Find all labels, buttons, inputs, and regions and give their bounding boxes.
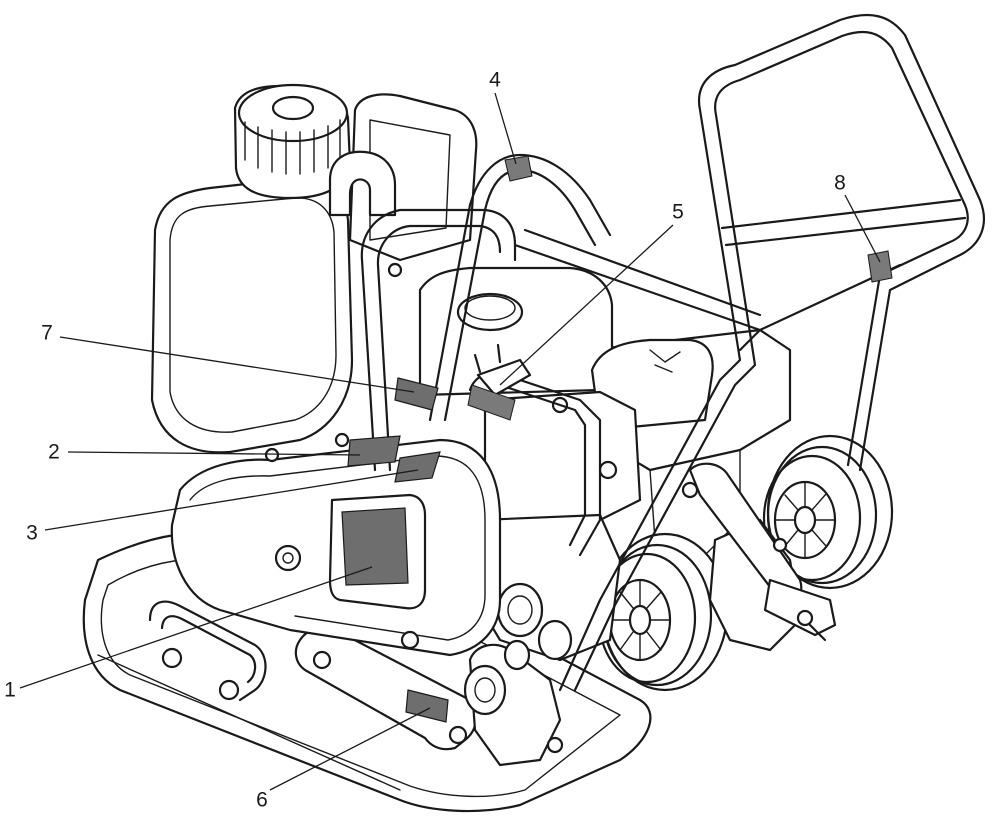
leader-8 [844,194,881,263]
decals [341,155,893,723]
water-tank [328,93,478,262]
leader-1 [19,566,373,689]
leader-lines [19,92,881,791]
decal-6 [405,689,449,723]
rear-wheel-left [597,532,729,692]
grip-band-8 [867,250,893,283]
bolts [264,262,788,553]
base-lifting-handle [148,600,267,702]
callout-1: 1 [4,678,16,702]
leader-7 [59,336,415,393]
grip-band-4 [504,155,533,182]
wheel-bracket [688,462,837,652]
leader-5 [499,224,674,386]
callout-3: 3 [26,521,38,545]
leader-3 [44,469,419,531]
leader-6 [269,707,431,791]
callout-7: 7 [41,321,53,345]
operator-handle [468,13,985,692]
fuel-tank [150,83,354,454]
callout-8: 8 [834,171,846,195]
grip-band-5 [467,384,516,421]
leader-2 [67,451,361,456]
decal-1 [341,507,409,586]
rear-wheel-right [762,434,894,590]
decal-7 [394,377,439,411]
callout-4: 4 [489,68,501,92]
leader-4 [494,92,517,165]
callout-5: 5 [672,200,684,224]
callout-6: 6 [256,788,268,812]
callout-2: 2 [48,440,60,464]
decal-2 [347,435,401,467]
